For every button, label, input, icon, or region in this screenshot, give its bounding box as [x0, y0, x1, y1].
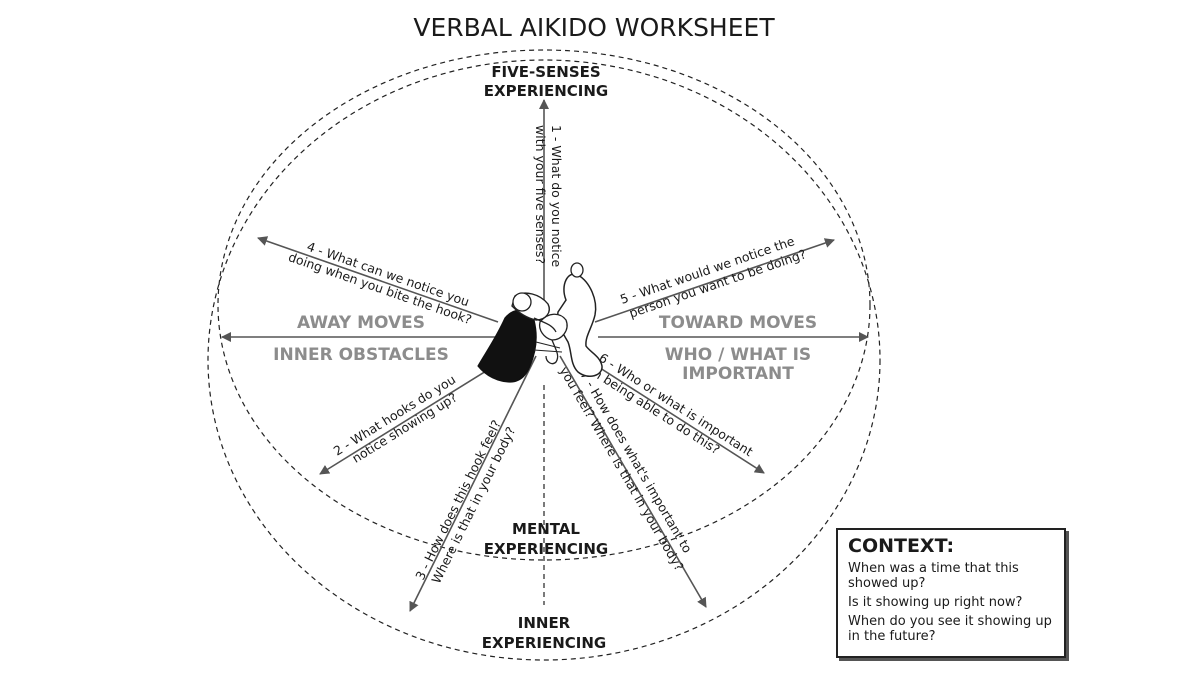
inner-ellipse	[217, 49, 871, 561]
label-mental: MENTAL	[512, 520, 580, 538]
label-who-what: WHO / WHAT IS	[665, 345, 811, 365]
aikido-figures-illustration	[477, 262, 603, 383]
context-title: CONTEXT:	[848, 535, 955, 557]
arrow-q5	[594, 238, 835, 323]
label-important: IMPORTANT	[682, 364, 794, 384]
arrow-q4	[257, 236, 499, 323]
context-line-1: When was a time that this showed up?	[848, 561, 1019, 591]
context-line-3: When do you see it showing up in the fut…	[848, 614, 1052, 644]
label-toward-moves: TOWARD MOVES	[659, 313, 817, 333]
label-five-senses: FIVE-SENSES	[491, 63, 600, 81]
label-five-senses-experiencing: EXPERIENCING	[484, 82, 608, 100]
label-inner: INNER	[518, 614, 571, 632]
label-mental-experiencing: EXPERIENCING	[484, 540, 608, 558]
context-line-2: Is it showing up right now?	[848, 595, 1023, 610]
page-title: VERBAL AIKIDO WORKSHEET	[413, 13, 775, 42]
q1-text-line2: with your five senses?	[533, 125, 548, 264]
arrow-q7	[559, 355, 707, 608]
q3-text-line2: Where is that in your body?	[428, 424, 518, 586]
label-away-moves: AWAY MOVES	[297, 313, 425, 333]
q2-text-line1: 2 - What hooks do you	[331, 372, 458, 459]
outer-ellipse	[207, 59, 881, 661]
arrow-q6	[571, 349, 765, 474]
q1-text-line1: 1 - What do you notice	[549, 125, 564, 268]
label-inner-experiencing: EXPERIENCING	[482, 634, 606, 652]
arrow-q3	[409, 355, 537, 612]
label-inner-obstacles: INNER OBSTACLES	[273, 345, 449, 365]
context-box: CONTEXT: When was a time that this showe…	[836, 528, 1066, 658]
